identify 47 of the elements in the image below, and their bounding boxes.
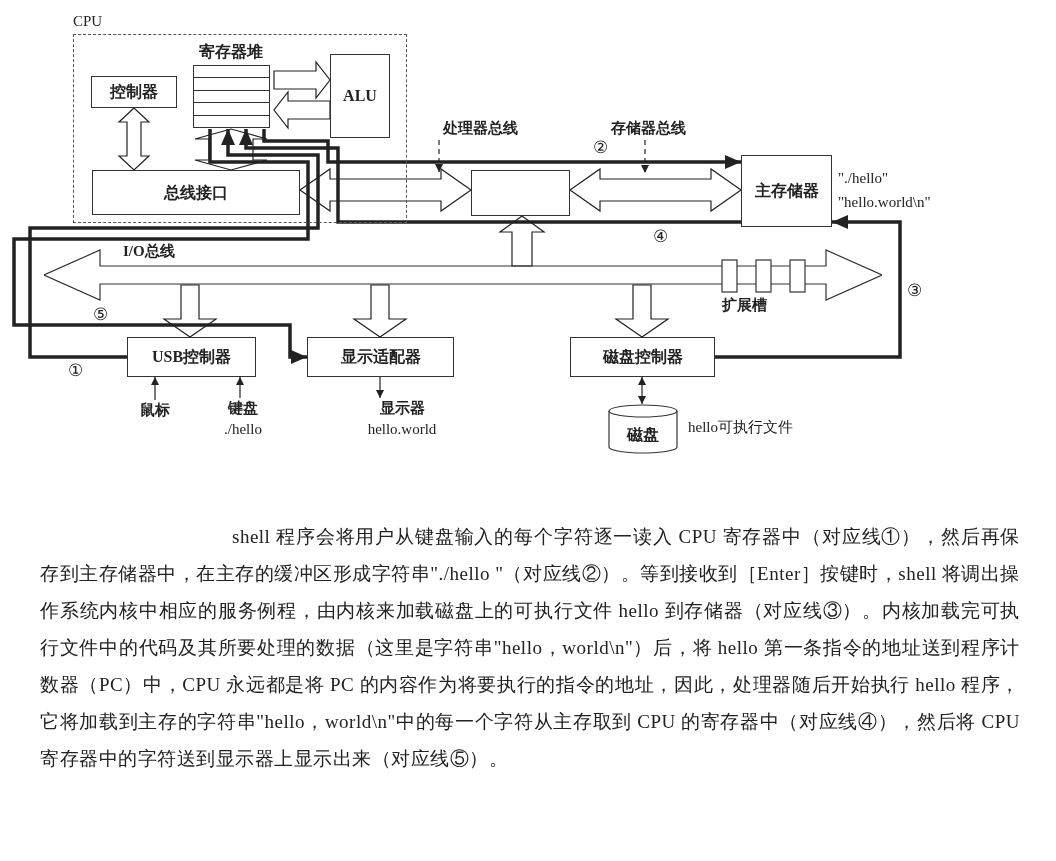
content-note: "hello.world\n" <box>838 195 931 210</box>
arrow <box>151 376 159 401</box>
data-label: hello.world <box>367 420 437 439</box>
hollow-arrow <box>117 107 151 171</box>
leader-line <box>641 139 649 174</box>
device-label: 显示器 <box>379 399 425 418</box>
component-label: USB控制器 <box>151 347 232 367</box>
edge-label: ② <box>591 138 609 156</box>
cpu-label: CPU <box>73 14 103 29</box>
device-label: 键盘 <box>228 399 258 418</box>
hollow-arrow <box>352 284 408 338</box>
edge-label: ⑤ <box>91 305 109 323</box>
hollow-arrow <box>273 60 331 100</box>
data-label: ./hello <box>224 420 262 439</box>
component-label: 总线接口 <box>164 182 228 203</box>
data-path-arrow <box>262 129 741 169</box>
arrow <box>638 376 646 405</box>
hollow-arrow <box>614 284 670 338</box>
component-label: 显示适配器 <box>340 347 421 367</box>
arrow <box>236 376 244 399</box>
bus-name: I/O总线 <box>123 244 175 259</box>
bus-name: 存储器总线 <box>610 119 686 138</box>
hollow-arrow <box>298 167 473 213</box>
component-label: 控制器 <box>110 82 158 102</box>
edge-label: ③ <box>905 281 923 299</box>
arrow <box>376 376 384 399</box>
data-path-arrow <box>239 129 741 224</box>
content-note: hello可执行文件 <box>688 420 793 435</box>
edge-label: ① <box>66 361 84 379</box>
body-paragraph: shell 程序会将用户从键盘输入的每个字符逐一读入 CPU 寄存器中（对应线①），然后再保存到主存储器中，在主存的缓冲区形成字符串"./hello "（对应线②）。等到接收到［Enter］按键时，shell 将调出操作系统内核中相应的服务例程，由内核来加载磁盘上的可执行文件 hello 到存储器（对应线③）。内核加载完可执行文件中的代码及其所要处理的数据（这里是字符串"hello，world\n"）后，将 hello 第一条指令的地址送到程序计数器（PC）中，CPU 永远都是将 PC 的内容作为将要执行的指令的地址，因此，处理器随后开始执行 hello 程序，它将加载到主存的字符串"hello，world\n"中的每一个字符从主存取到 CPU 的寄存器中（对应线④），然后将 CPU 寄存器中的字符送到显示器上显示出来（对应线⑤）。 <box>40 525 1020 771</box>
hollow-arrow <box>568 167 743 213</box>
hollow-arrow <box>498 215 546 267</box>
component-label: ALU <box>343 86 377 106</box>
disk-label: 磁盘 <box>627 427 659 443</box>
device-label: 鼠标 <box>140 401 170 420</box>
leader-line <box>435 139 443 173</box>
component-label: 磁盘控制器 <box>602 347 683 367</box>
edge-label: ④ <box>651 227 669 245</box>
register-file-label: 寄存器堆 <box>198 42 264 62</box>
hollow-arrow <box>162 284 218 338</box>
content-note: "./hello" <box>838 171 889 186</box>
data-path-arrow <box>715 215 902 359</box>
hollow-arrow <box>194 128 268 171</box>
component-label: 主存储器 <box>754 181 819 201</box>
slot-label: 扩展槽 <box>722 298 767 313</box>
hollow-arrow <box>273 90 331 130</box>
bus-name: 处理器总线 <box>442 119 518 138</box>
